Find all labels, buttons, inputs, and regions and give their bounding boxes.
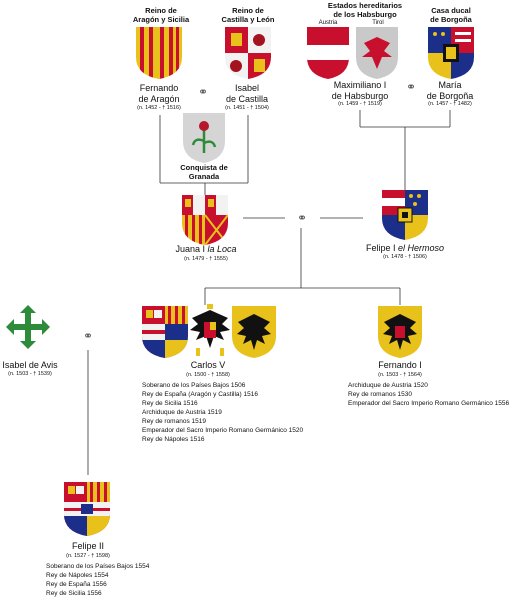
marriage-icon: ⚭ bbox=[296, 211, 308, 225]
austria-shield-icon bbox=[307, 27, 349, 79]
fernando1-shield-icon bbox=[378, 306, 422, 358]
granada-label: Conquista de Granada bbox=[180, 163, 228, 181]
fernando-dates: (n. 1452 - † 1516) bbox=[137, 105, 181, 111]
tirol-shield-icon bbox=[356, 27, 398, 79]
carlos-empire-shield-icon bbox=[232, 306, 276, 358]
fernando1-dates: (n. 1503 - † 1564) bbox=[378, 372, 422, 378]
title-line: Rey de romanos 1530 bbox=[348, 391, 412, 398]
title-line: Emperador del Sacro Imperio Romano Germá… bbox=[142, 427, 304, 434]
carlos-eagle-icon bbox=[190, 304, 230, 356]
felipe2-name: Felipe II bbox=[71, 541, 104, 551]
carlos-dates: (n. 1500 - † 1558) bbox=[186, 372, 230, 378]
aragon-shield-icon bbox=[136, 27, 182, 79]
juana-name: Juana I la Loca bbox=[175, 244, 237, 254]
label-austria: Austria bbox=[318, 20, 338, 26]
juana-shield-icon bbox=[182, 195, 228, 245]
header-borgona: Casa ducal de Borgoña bbox=[430, 6, 472, 24]
header-aragon: Reino de Aragón y Sicilia bbox=[132, 6, 190, 24]
title-line: Archiduque de Austria 1520 bbox=[348, 382, 428, 389]
juana-dates: (n. 1479 - † 1555) bbox=[184, 256, 228, 262]
felipe1-name: Felipe I el Hermoso bbox=[365, 243, 445, 253]
avis-cross-icon bbox=[6, 305, 50, 349]
felipe2-dates: (n. 1527 - † 1598) bbox=[66, 553, 110, 559]
felipe1-shield-icon bbox=[382, 190, 428, 240]
isabel-castilla-dates: (n. 1451 - † 1504) bbox=[225, 105, 269, 111]
header-castilla: Reino de Castilla y León bbox=[221, 6, 275, 24]
castilla-shield-icon bbox=[225, 27, 271, 79]
title-line: Soberano de los Países Bajos 1554 bbox=[46, 563, 150, 570]
marriage-icon: ⚭ bbox=[197, 85, 209, 99]
carlos-titles: Soberano de los Países Bajos 1506 Rey de… bbox=[142, 381, 303, 444]
title-line: Rey de España (Aragón y Castilla) 1516 bbox=[142, 391, 258, 398]
felipe2-shield-icon bbox=[64, 482, 110, 536]
title-line: Rey de romanos 1519 bbox=[142, 418, 206, 425]
borgona-shield-icon bbox=[428, 27, 474, 79]
label-tirol: Tirol bbox=[372, 20, 384, 26]
maximiliano-dates: (n. 1459 - † 1519) bbox=[338, 101, 382, 107]
title-line: Rey de Nápoles 1554 bbox=[46, 572, 109, 579]
isabel-avis-dates: (n. 1503 - † 1539) bbox=[8, 371, 52, 377]
fernando1-name: Fernando I bbox=[378, 360, 422, 370]
title-line: Rey de Sicilia 1516 bbox=[142, 400, 198, 407]
maximiliano-name: Maximiliano I de Habsburgo bbox=[331, 80, 389, 101]
title-line: Archiduque de Austria 1519 bbox=[142, 409, 222, 416]
header-habsburg: Estados hereditarios de los Habsburgo bbox=[327, 1, 403, 19]
title-line: Emperador del Sacro Imperio Romano Germá… bbox=[348, 400, 510, 407]
maria-name: María de Borgoña bbox=[426, 80, 474, 101]
isabel-avis-name: Isabel de Avis bbox=[2, 360, 58, 370]
title-line: Rey de Sicilia 1556 bbox=[46, 590, 102, 597]
fernando-name: Fernando de Aragón bbox=[138, 83, 180, 104]
title-line: Rey de España 1556 bbox=[46, 581, 107, 588]
carlos-spain-shield-icon bbox=[142, 306, 188, 358]
felipe1-dates: (n. 1478 - † 1506) bbox=[383, 254, 427, 260]
maria-dates: (n. 1457 - † 1482) bbox=[428, 101, 472, 107]
marriage-icon: ⚭ bbox=[82, 329, 94, 343]
marriage-icon: ⚭ bbox=[405, 80, 417, 94]
title-line: Soberano de los Países Bajos 1506 bbox=[142, 382, 246, 389]
granada-shield-icon bbox=[183, 113, 225, 163]
isabel-castilla-name: Isabel de Castilla bbox=[225, 83, 269, 104]
title-line: Rey de Nápoles 1516 bbox=[142, 436, 205, 443]
felipe2-titles: Soberano de los Países Bajos 1554 Rey de… bbox=[46, 562, 149, 598]
carlos-name: Carlos V bbox=[190, 360, 226, 370]
fernando1-titles: Archiduque de Austria 1520 Rey de romano… bbox=[348, 381, 509, 408]
